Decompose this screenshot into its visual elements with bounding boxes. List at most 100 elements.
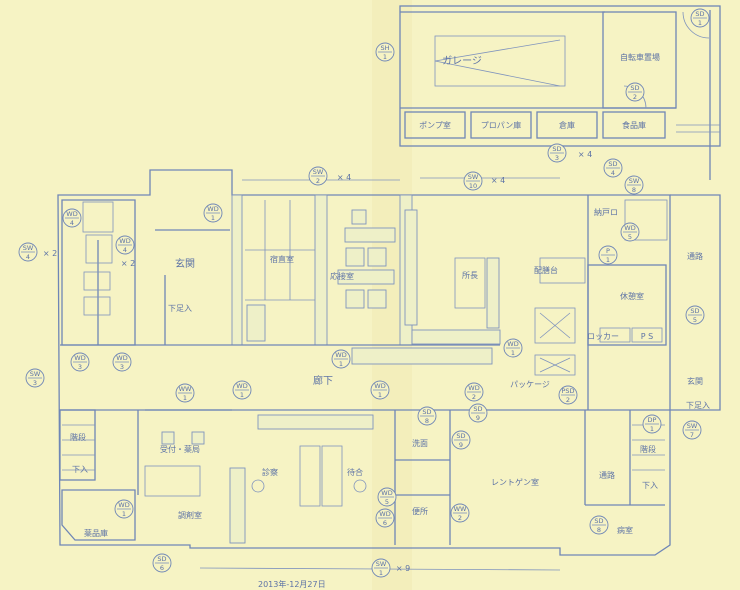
tag-type: SD <box>157 555 166 563</box>
room-reception-room: 応接室 <box>330 271 354 281</box>
tag-dp-1: DP1 <box>642 414 662 434</box>
tag-type: SH <box>380 44 389 52</box>
tag-type: WD <box>374 382 385 390</box>
mult-sw10: × 4 <box>491 176 505 185</box>
tag-wd-3: WD3 <box>112 352 132 372</box>
tag-number: 1 <box>606 256 610 264</box>
tag-type: WD <box>335 351 346 359</box>
tag-wd-1: WD1 <box>203 203 223 223</box>
tag-type: WD <box>381 489 392 497</box>
label-locker: ロッカー <box>587 332 619 341</box>
tag-type: SD <box>552 145 561 153</box>
tag-type: WD <box>236 382 247 390</box>
tag-type: SD <box>422 408 431 416</box>
tag-number: 2 <box>458 514 462 522</box>
room-bicycle: 自転車置場 <box>620 52 660 62</box>
date-note: 2013年-12月27日 <box>258 579 326 589</box>
tag-p-1: P1 <box>598 245 618 265</box>
tag-sw-8: SW8 <box>624 175 644 195</box>
tag-wd-5: WD5 <box>620 222 640 242</box>
tag-sd-9: SD9 <box>451 430 471 450</box>
room-garage: ガレージ <box>442 55 482 67</box>
room-dispensing: 調剤室 <box>178 510 202 520</box>
room-entrance-right: 玄関 <box>687 376 703 386</box>
tag-wd-4: WD4 <box>115 235 135 255</box>
tag-type: DP <box>648 416 657 424</box>
tag-type: PSD <box>561 387 574 395</box>
room-closet: 納戸ロ <box>594 207 618 217</box>
room-waiting: 待合 <box>347 467 363 477</box>
mult-sw2: × 4 <box>337 173 351 182</box>
tag-sd-3: SD3 <box>547 143 567 163</box>
tag-sd-4: SD4 <box>603 158 623 178</box>
tag-number: 1 <box>122 510 126 518</box>
tag-ww-2: WW2 <box>450 503 470 523</box>
tag-type: SW <box>23 244 34 252</box>
tag-type: SW <box>687 422 698 430</box>
tag-number: 4 <box>26 253 30 261</box>
tag-number: 9 <box>459 441 463 449</box>
room-food-storage: 食品庫 <box>622 120 646 130</box>
room-reception-pharmacy: 受付・薬局 <box>160 444 200 454</box>
tag-type: SW <box>376 560 387 568</box>
tag-number: 8 <box>425 417 429 425</box>
tag-number: 5 <box>693 316 697 324</box>
tag-type: WD <box>116 354 127 362</box>
label-shoe-right: 下足入 <box>686 401 710 410</box>
tag-number: 6 <box>160 564 164 572</box>
room-rest: 休憩室 <box>620 291 644 301</box>
tag-number: 5 <box>628 233 632 241</box>
tag-type: P <box>606 247 610 255</box>
tag-number: 4 <box>123 246 127 254</box>
tag-wd-1: WD1 <box>503 338 523 358</box>
tag-number: 2 <box>633 93 637 101</box>
tag-number: 1 <box>650 425 654 433</box>
room-labels: ガレージ 自転車置場 ポンプ室 プロパン庫 倉庫 食品庫 玄関 宿直室 応接室 … <box>70 52 710 589</box>
tag-type: WD <box>507 340 518 348</box>
tag-number: 1 <box>183 394 187 402</box>
label-up-left: 下入 <box>72 465 88 474</box>
tag-number: 1 <box>511 349 515 357</box>
tag-sw-4: SW4 <box>18 242 38 262</box>
room-toilet: 便所 <box>412 506 428 516</box>
mult-sd3: × 4 <box>578 150 592 159</box>
tag-number: 2 <box>316 177 320 185</box>
tag-number: 4 <box>611 169 615 177</box>
label-ps: P S <box>641 332 653 341</box>
tag-number: 1 <box>383 53 387 61</box>
tag-sw-2: SW2 <box>308 166 328 186</box>
tag-sw-3: SW3 <box>25 368 45 388</box>
tag-type: WD <box>207 205 218 213</box>
tag-number: 1 <box>339 360 343 368</box>
room-stairs-left: 階段 <box>70 432 86 442</box>
tag-number: 1 <box>698 19 702 27</box>
room-pump: ポンプ室 <box>419 120 451 130</box>
mult-sw1: × 9 <box>396 564 410 573</box>
tag-type: SD <box>690 307 699 315</box>
tag-sd-2: SD2 <box>625 82 645 102</box>
fitting-tags: SH1SD1SD2SD3SD4SW8SW10SW2WD1WD4WD4SW4WD3… <box>18 8 710 578</box>
label-shoe-left: 下足入 <box>168 304 192 313</box>
tag-sd-6: SD6 <box>152 553 172 573</box>
tag-number: 1 <box>240 391 244 399</box>
tag-number: 6 <box>383 519 387 527</box>
tag-number: 7 <box>690 431 694 439</box>
tag-sd-1: SD1 <box>690 8 710 28</box>
tag-type: WD <box>379 510 390 518</box>
tag-sd-8: SD8 <box>417 406 437 426</box>
tag-wd-1: WD1 <box>331 349 351 369</box>
tag-type: SW <box>629 177 640 185</box>
main-building-walls <box>57 169 721 571</box>
tag-multipliers: × 4 × 4 × 4 × 2 × 2 × 9 <box>43 150 592 573</box>
tag-type: SD <box>630 84 639 92</box>
tag-type: WW <box>179 385 192 393</box>
room-corridor: 廊下 <box>313 374 333 387</box>
tag-wd-4: WD4 <box>62 208 82 228</box>
room-night-duty: 宿直室 <box>270 254 294 264</box>
room-entrance: 玄関 <box>175 257 195 270</box>
tag-wd-5: WD5 <box>377 487 397 507</box>
tag-wd-1: WD1 <box>370 380 390 400</box>
